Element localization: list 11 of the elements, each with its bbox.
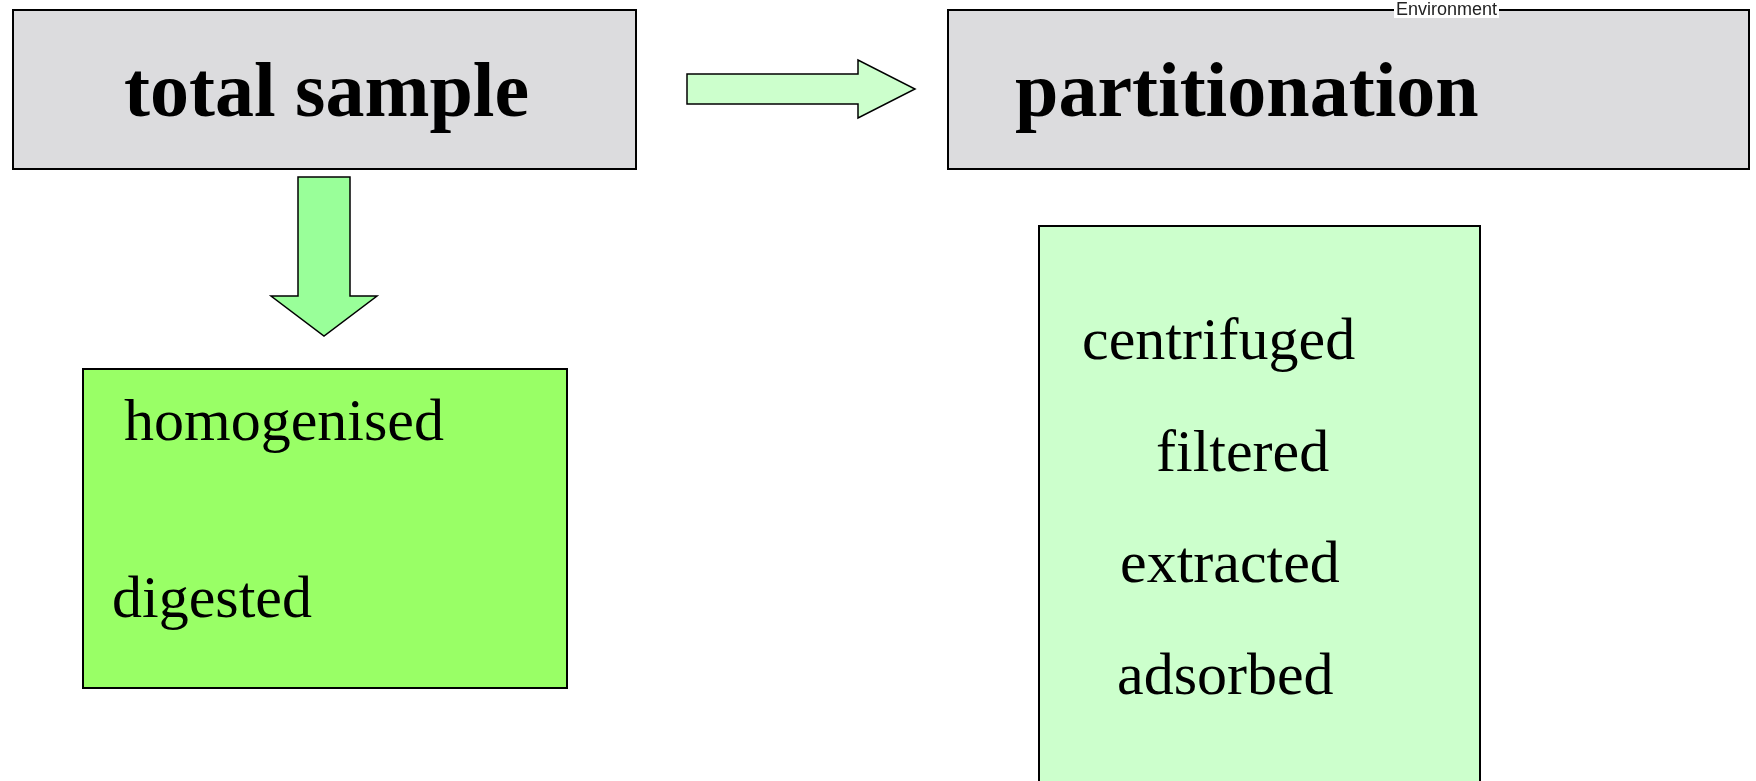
step-box (1038, 225, 1481, 781)
block-arrow (686, 58, 917, 120)
note-text: Environment (1394, 0, 1500, 18)
heading-box (12, 9, 637, 170)
step-box (82, 368, 568, 689)
step-text: filtered (1156, 421, 1330, 481)
heading-text: total sample (122, 44, 531, 135)
heading-text: partitionation (1015, 44, 1479, 135)
block-arrow (268, 176, 380, 337)
step-text: extracted (1120, 532, 1340, 592)
step-text: adsorbed (1117, 644, 1334, 704)
